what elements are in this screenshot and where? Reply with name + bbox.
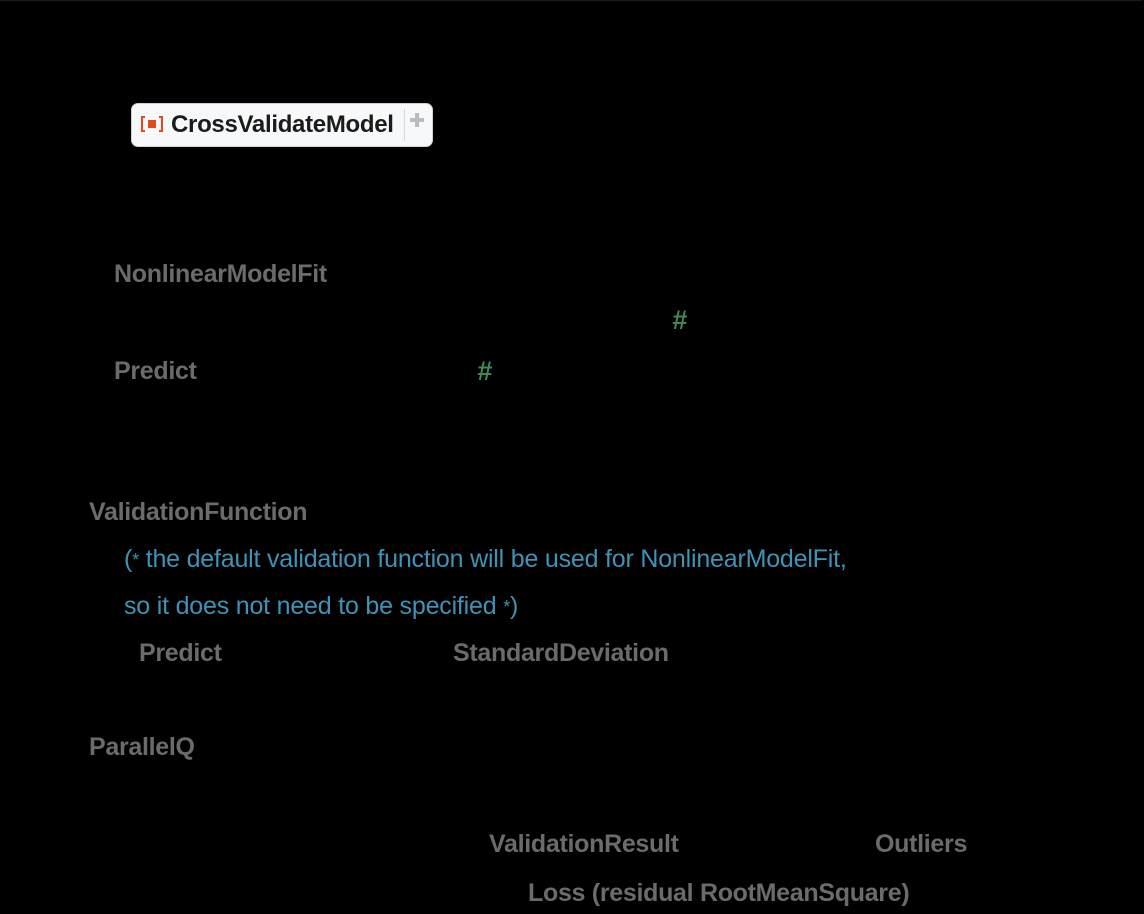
slot-symbol: #	[477, 356, 493, 386]
slot-symbol: #	[672, 305, 688, 335]
standard-deviation-symbol: StandardDeviation	[453, 639, 669, 667]
predict-symbol: Predict	[114, 357, 197, 385]
validation-function-option: ValidationFunction	[89, 498, 308, 526]
parallelq-option: ParallelQ	[89, 733, 195, 761]
resource-function-icon	[141, 116, 163, 134]
code-comment-line-2: so it does not need to be specified *)	[124, 592, 519, 620]
plus-icon[interactable]	[410, 113, 424, 127]
validation-result-key: ValidationResult	[489, 830, 679, 858]
loss-label: Loss (residual RootMeanSquare)	[528, 879, 910, 907]
resource-function-name: CrossValidateModel	[171, 111, 394, 138]
outliers-key: Outliers	[875, 830, 968, 858]
nonlinear-model-fit-symbol: NonlinearModelFit	[114, 260, 327, 288]
resource-function-badge[interactable]: CrossValidateModel	[131, 103, 433, 147]
predict-symbol: Predict	[139, 639, 222, 667]
badge-divider	[404, 109, 405, 141]
code-comment-line-1: (* the default validation function will …	[124, 545, 847, 573]
